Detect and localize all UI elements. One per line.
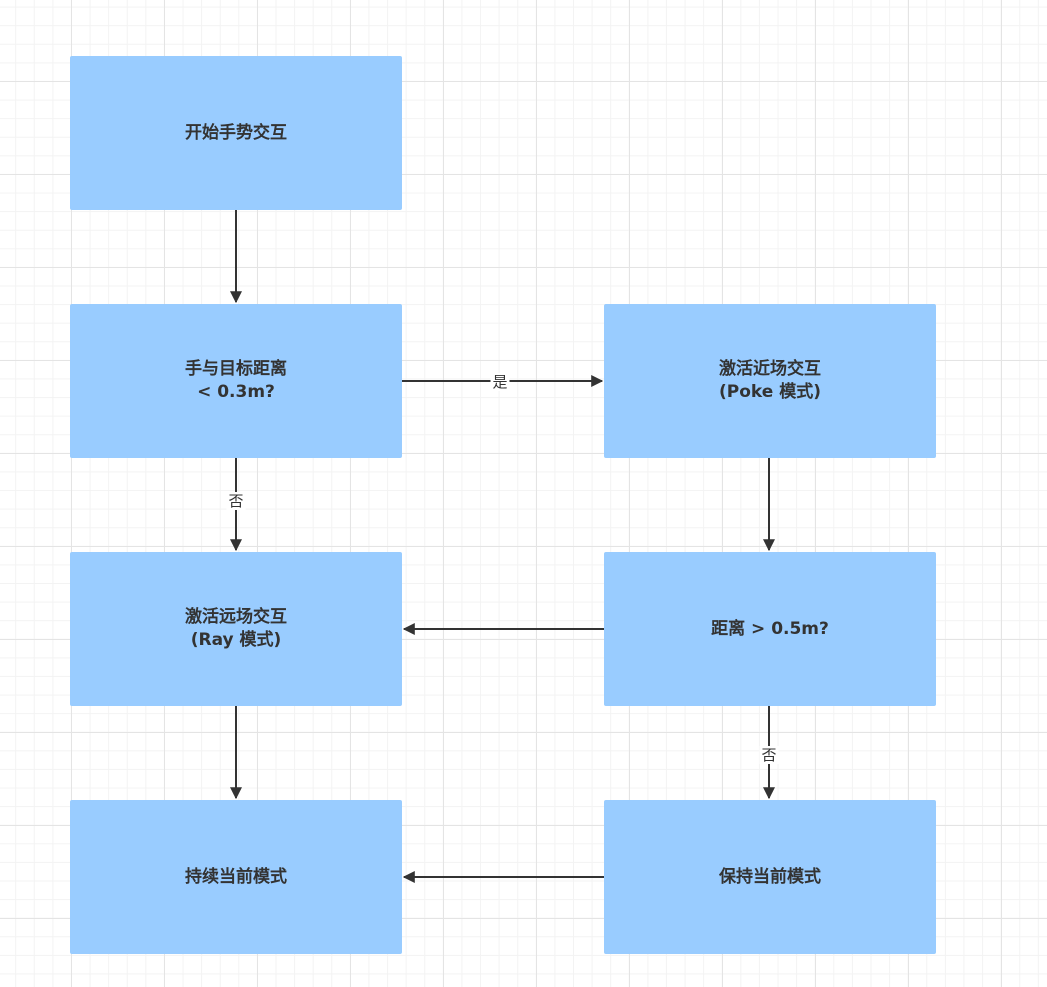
node-activate-near-label: 激活近场交互 xyxy=(719,359,821,379)
node-continue-mode-label: 持续当前模式 xyxy=(185,866,287,887)
node-activate-near-mode: (Poke 模式) xyxy=(719,382,821,402)
node-start[interactable]: 开始手势交互 xyxy=(70,56,402,210)
node-activate-far-label: 激活远场交互 xyxy=(185,607,287,627)
node-start-label: 开始手势交互 xyxy=(185,122,287,143)
node-check-exit-label: 距离 > 0.5m? xyxy=(711,618,829,639)
node-activate-far-mode: (Ray 模式) xyxy=(190,630,282,650)
node-check-distance[interactable]: 手与目标距离 < 0.3m? xyxy=(70,304,402,458)
node-keep-mode[interactable]: 保持当前模式 xyxy=(604,800,936,954)
node-check-distance-condition: < 0.3m? xyxy=(197,382,275,402)
node-activate-near[interactable]: 激活近场交互 (Poke 模式) xyxy=(604,304,936,458)
edge-label-no-left: 否 xyxy=(226,492,246,510)
node-check-exit[interactable]: 距离 > 0.5m? xyxy=(604,552,936,706)
node-check-distance-label: 手与目标距离 xyxy=(185,359,287,379)
node-activate-far[interactable]: 激活远场交互 (Ray 模式) xyxy=(70,552,402,706)
edge-label-no-right: 否 xyxy=(759,746,779,764)
node-keep-mode-label: 保持当前模式 xyxy=(719,866,821,887)
node-continue-mode[interactable]: 持续当前模式 xyxy=(70,800,402,954)
edge-label-yes: 是 xyxy=(490,373,510,391)
